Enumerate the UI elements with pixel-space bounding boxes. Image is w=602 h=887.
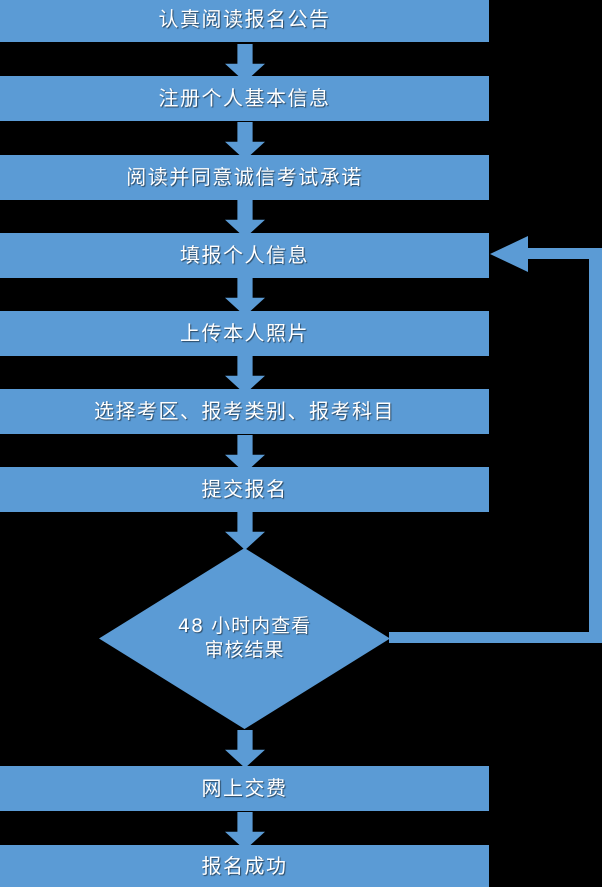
flow-node-fill-personal-info[interactable]: 填报个人信息 — [0, 233, 489, 278]
flow-node-label: 注册个人基本信息 — [158, 86, 331, 110]
flow-node-label: 选择考区、报考类别、报考科目 — [94, 399, 395, 423]
flow-node-online-payment[interactable]: 网上交费 — [0, 766, 489, 811]
feedback-loop-arrowhead-icon — [490, 236, 528, 272]
flow-node-label: 提交报名 — [201, 477, 288, 501]
flow-node-review-result-decision[interactable]: 48 小时内查看 审核结果 — [99, 548, 390, 729]
flow-node-agree-integrity-pledge[interactable]: 阅读并同意诚信考试承诺 — [0, 155, 489, 200]
flow-node-upload-photo[interactable]: 上传本人照片 — [0, 311, 489, 356]
flow-node-registration-success[interactable]: 报名成功 — [0, 845, 489, 887]
arrow-down-icon-7 — [225, 512, 265, 550]
arrow-down-icon-8 — [225, 730, 265, 768]
flow-node-register-basic-info[interactable]: 注册个人基本信息 — [0, 76, 489, 121]
flow-node-label: 上传本人照片 — [180, 321, 309, 345]
flow-node-label: 认真阅读报名公告 — [158, 7, 331, 31]
flow-node-read-announcement[interactable]: 认真阅读报名公告 — [0, 0, 489, 42]
flow-node-select-exam-options[interactable]: 选择考区、报考类别、报考科目 — [0, 389, 489, 434]
flow-node-label: 阅读并同意诚信考试承诺 — [126, 165, 363, 189]
flow-node-label: 报名成功 — [201, 853, 288, 878]
flow-node-label: 填报个人信息 — [180, 243, 309, 267]
flow-node-submit-application[interactable]: 提交报名 — [0, 467, 489, 512]
feedback-loop-right-segment — [589, 248, 602, 643]
flow-node-label: 网上交费 — [201, 776, 288, 800]
flow-node-label: 48 小时内查看 审核结果 — [177, 614, 312, 661]
feedback-loop-bottom-segment — [389, 632, 590, 643]
feedback-loop-top-segment — [527, 248, 590, 259]
